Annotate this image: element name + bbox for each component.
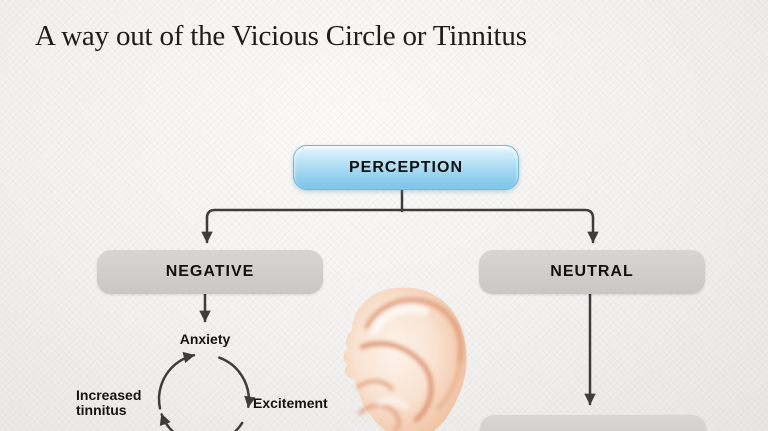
node-negative: NEGATIVE: [97, 250, 323, 294]
cycle-label-anxiety: Anxiety: [179, 331, 231, 347]
node-negative-label: NEGATIVE: [165, 263, 255, 280]
cycle-arc-left-to-top: [157, 351, 196, 410]
ear-icon: [343, 287, 467, 431]
cycle-label-increased-tinnitus: Increased tinnitus: [76, 387, 142, 418]
cycle-label-excitement: Excitement: [253, 395, 328, 411]
node-neutral-label: NEUTRAL: [550, 263, 634, 280]
cycle-arc-bottom-to-left: [159, 413, 244, 431]
slide-title: A way out of the Vicious Circle or Tinni…: [35, 20, 527, 52]
ear-folds: [356, 297, 464, 431]
cycle-arc-top-to-right: [218, 356, 256, 409]
node-perception: PERCEPTION: [293, 145, 519, 190]
node-neutral-child: [480, 415, 706, 431]
node-neutral: NEUTRAL: [479, 250, 705, 294]
branch-horizontal-line: [205, 208, 595, 220]
node-perception-label: PERCEPTION: [348, 158, 463, 176]
